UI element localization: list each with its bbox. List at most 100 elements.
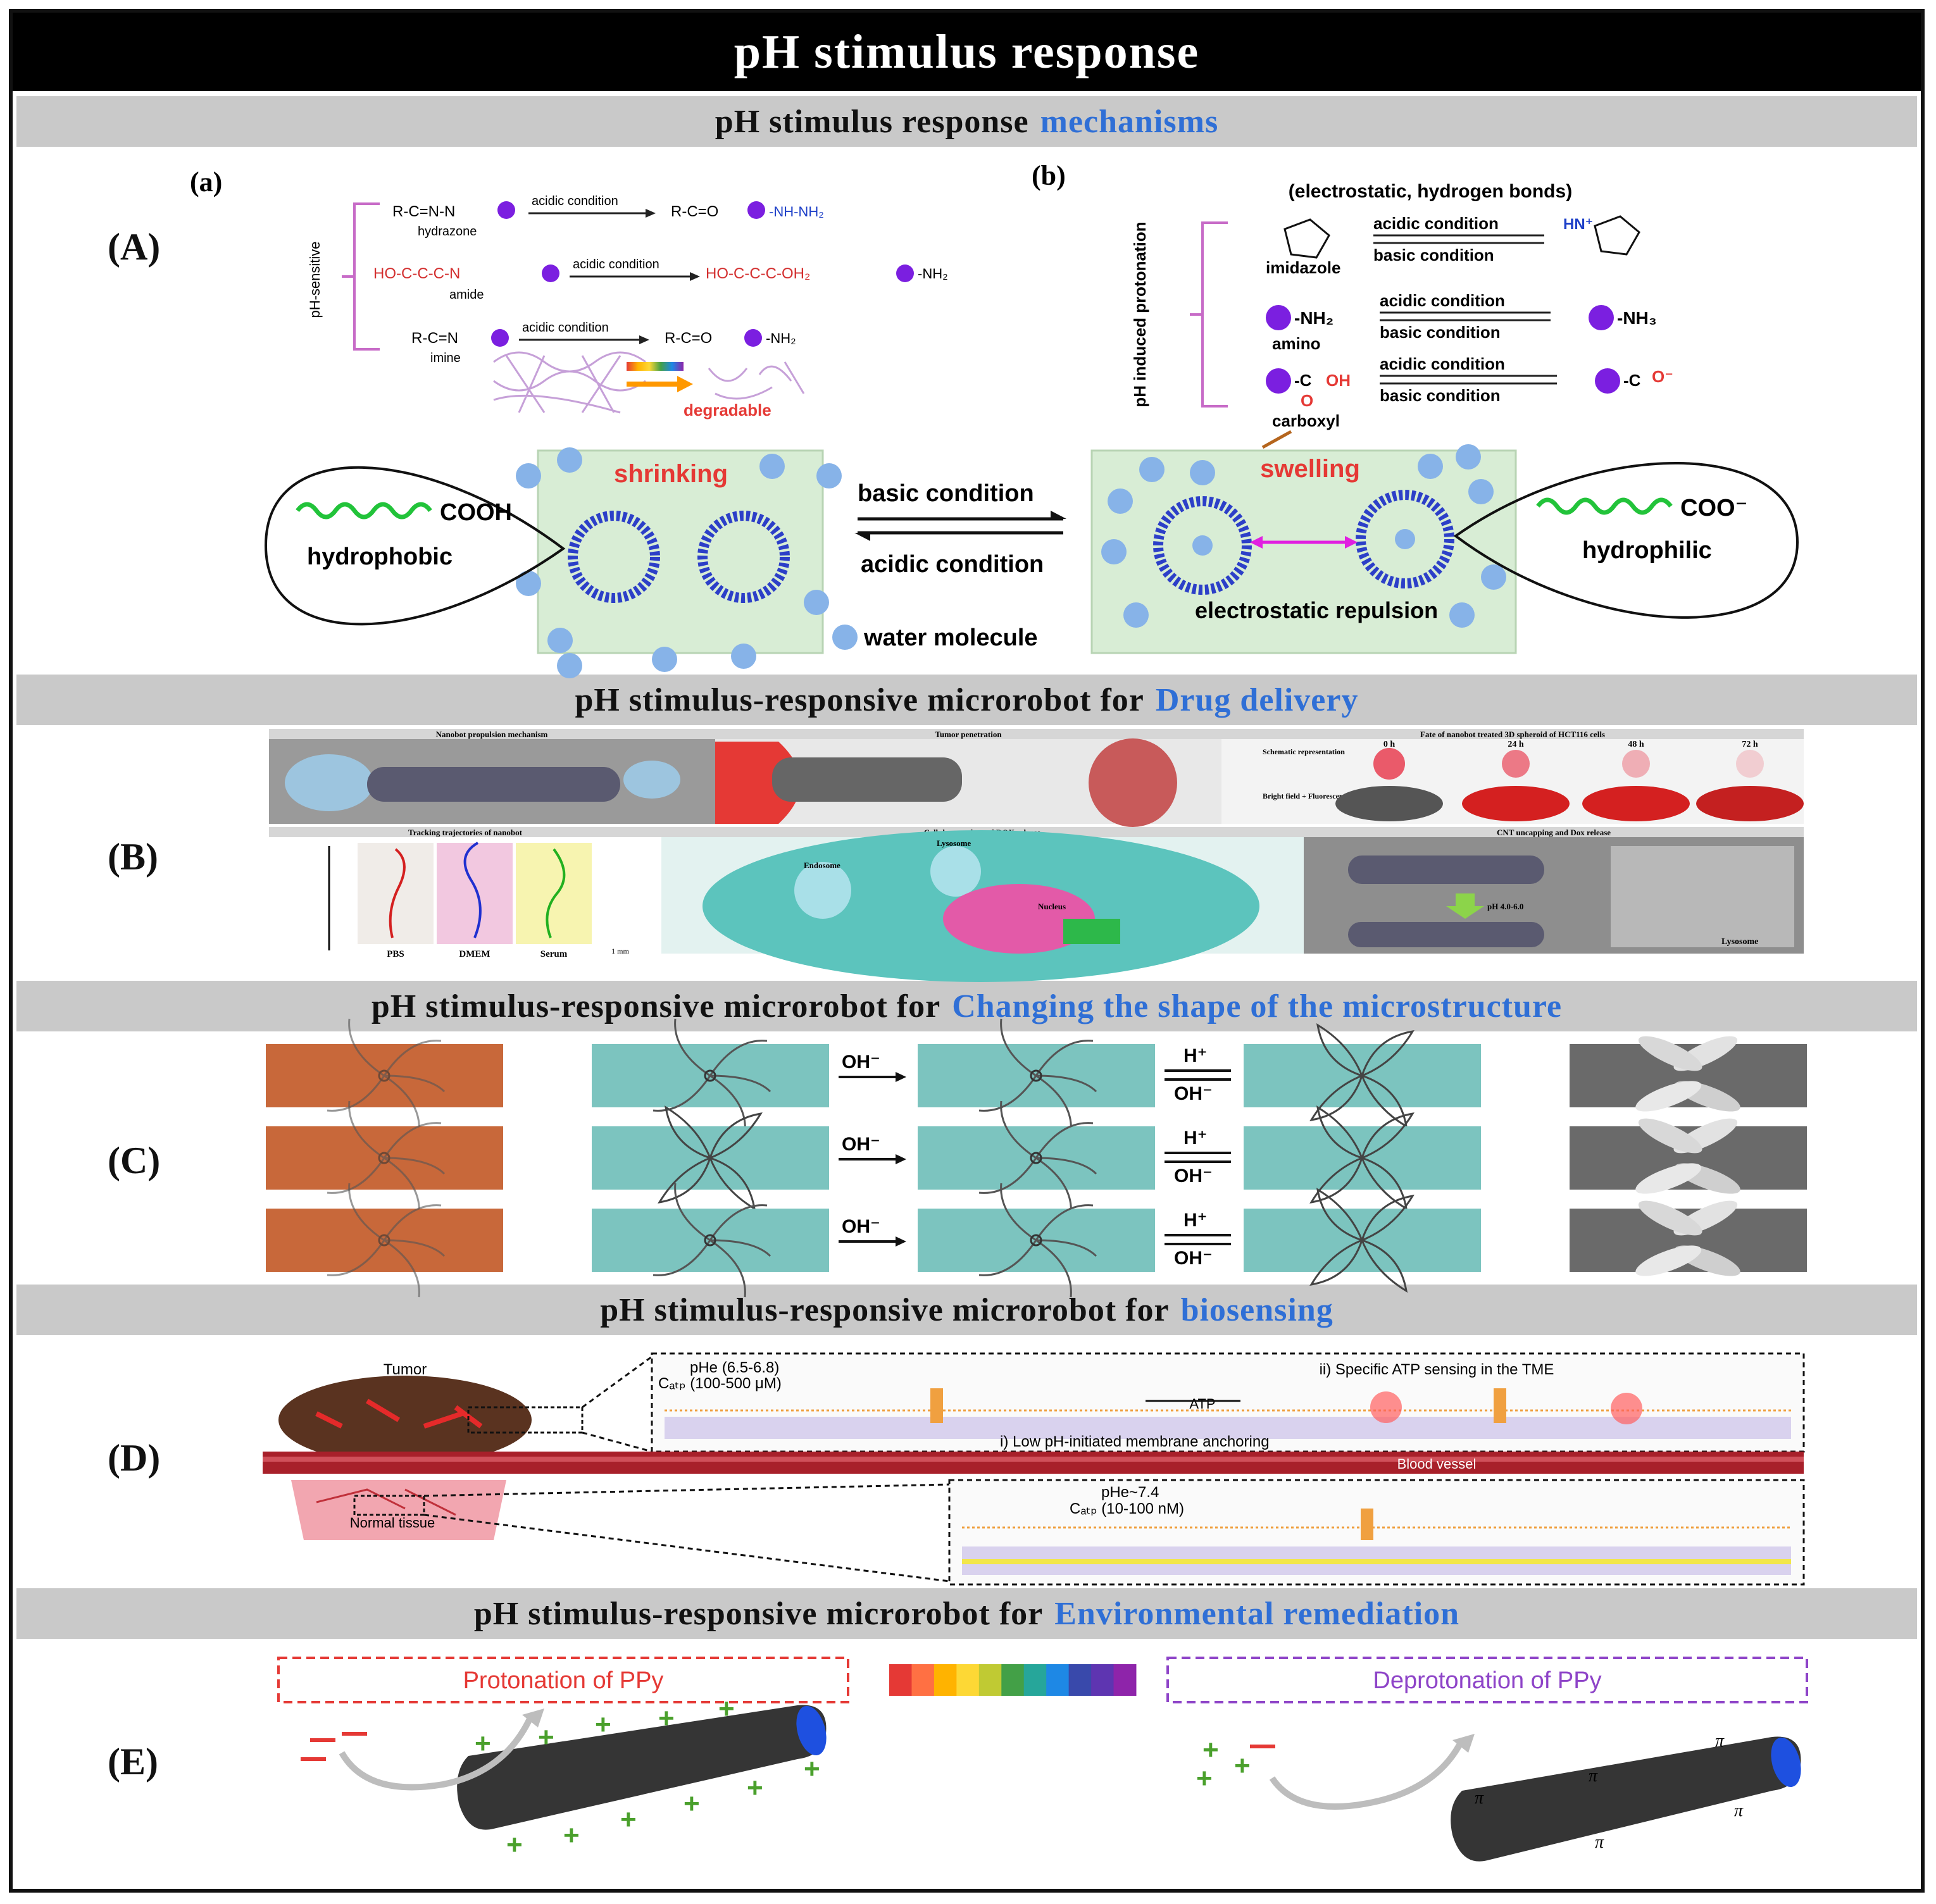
water-drop (1468, 479, 1494, 504)
zoom-line (582, 1355, 653, 1409)
fluorescence-signal (1611, 1393, 1642, 1424)
tumor-mass (278, 1376, 532, 1464)
molecule-dot (1266, 305, 1291, 330)
released-positive-charges: + + + (1196, 1734, 1251, 1794)
water-drop (1139, 457, 1165, 482)
panel-label-c: (C) (108, 1140, 161, 1181)
o-atom: O (1301, 391, 1313, 410)
oh-label: OH⁻ (842, 1134, 880, 1155)
plus-sign: + (475, 1728, 491, 1759)
pi-symbol: π (1715, 1731, 1725, 1751)
track-dmem (437, 843, 513, 944)
acidic-label: acidic condition (1380, 354, 1505, 373)
atp-sensing-label: ii) Specific ATP sensing in the TME (1320, 1361, 1554, 1378)
capped-nanotube (1348, 856, 1544, 884)
plus-sign: + (506, 1829, 523, 1860)
section-highlight: Changing the shape of the microstructure (952, 988, 1563, 1024)
tumor-label: Tumor (384, 1361, 427, 1378)
nucleus-label: Nucleus (1038, 902, 1066, 911)
propulsion-bubble (285, 754, 373, 811)
protonation-label: pH induced protonation (1130, 221, 1149, 407)
arrow-head (896, 1154, 906, 1164)
spheroid-schematic-24h (1502, 750, 1530, 778)
tube-opening (1771, 1737, 1801, 1788)
panel-a-diagram: (a) (b) pH-sensitive R-C=N-N acidic cond… (190, 160, 1799, 678)
media-pbs: PBS (387, 949, 404, 959)
plus-sign: + (1202, 1734, 1219, 1765)
ketone-product: R-C=O (665, 330, 712, 347)
panel-b-diagram: Nanobot propulsion mechanism Tumor penet… (269, 729, 1804, 982)
pi-symbol: π (1734, 1801, 1744, 1820)
section-highlight: mechanisms (1040, 103, 1219, 140)
imidazole-ring (1283, 218, 1330, 259)
media-dmem: DMEM (459, 949, 490, 959)
panel-label-a: (A) (108, 226, 161, 268)
imidazolium-ring (1594, 215, 1640, 256)
zoom-line (582, 1431, 653, 1453)
caption-strip (269, 827, 661, 837)
nanotube-closeup (772, 757, 962, 802)
shape-change-row-1 (266, 1017, 1807, 1134)
phe-normal-label: pHe~7.4 (1101, 1484, 1159, 1501)
acidic-condition-label: acidic condition (861, 551, 1044, 578)
tracking-caption: Tracking trajectories of nanobot (408, 828, 523, 837)
anchor-probe (930, 1388, 943, 1423)
pi-symbol: π (1595, 1832, 1604, 1852)
molecule-dot (744, 329, 762, 347)
fluorescence-signal (1370, 1391, 1402, 1423)
shape-change-row-2 (266, 1100, 1807, 1216)
molecule-dot (1266, 368, 1291, 394)
spectrum-segment (1068, 1664, 1092, 1696)
caption-strip (1304, 827, 1804, 837)
section-title: pH stimulus-responsive microrobot for (371, 988, 941, 1024)
water-molecule-label: water molecule (863, 625, 1038, 651)
molecule-dot (491, 329, 509, 347)
time-48h: 48 h (1628, 740, 1644, 749)
spectrum-segment (956, 1664, 980, 1696)
arrow-head (639, 335, 649, 344)
section-title: pH stimulus-responsive microrobot for (473, 1595, 1044, 1632)
bright-field-label: Bright field + Fluorescence (1263, 792, 1351, 800)
c-atom: -C (1294, 371, 1312, 390)
plus-sign: + (747, 1772, 763, 1803)
oh-group: OH (1326, 371, 1351, 390)
repulsion-label: electrostatic repulsion (1195, 597, 1438, 623)
plus-sign: + (538, 1722, 554, 1753)
ppy-nanotube-protonated (457, 1705, 827, 1830)
ph-spectrum-bar (889, 1664, 1137, 1696)
plus-sign: + (658, 1703, 675, 1734)
zoom-line (423, 1483, 950, 1497)
arrow-head (1051, 511, 1066, 519)
lysosome-small-label: Lysosome (937, 838, 971, 848)
arrow-head (1250, 536, 1263, 549)
arrow-head (677, 376, 693, 392)
amino-row: -NH₂ amino acidic condition basic condit… (1266, 291, 1657, 353)
panel-label-b: (B) (108, 836, 158, 878)
water-drop (1123, 602, 1149, 628)
plus-sign: + (1234, 1750, 1251, 1781)
plus-sign: + (1196, 1763, 1213, 1794)
deprotonated-nanotube-group: π π π π π + + + (1196, 1731, 1801, 1862)
h-label: H⁺ (1183, 1210, 1208, 1231)
degraded-network (708, 361, 805, 400)
pi-symbol: π (1475, 1788, 1484, 1808)
water-inside (1395, 529, 1415, 549)
acidic-label: acidic condition (1373, 214, 1499, 233)
sub-label-a: (a) (190, 166, 222, 197)
green-arrow (1446, 893, 1484, 919)
membrane-core (962, 1559, 1791, 1564)
title-bar: pH stimulus response (13, 13, 1921, 91)
water-drop (1456, 444, 1481, 470)
arrow-head (646, 209, 656, 218)
molecule-dot (1589, 305, 1614, 330)
hydrophobic-callout (264, 466, 566, 626)
polymer-network (493, 351, 646, 414)
water-drop (1449, 602, 1475, 628)
molecule-dot (542, 264, 559, 282)
coo-label: COO⁻ (1680, 495, 1748, 521)
blood-vessel (263, 1452, 1804, 1474)
section-title: pH stimulus-responsive microrobot for (575, 681, 1144, 718)
amide-row: HO-C-C-C-N acidic condition amide HO-C-C… (373, 258, 948, 302)
